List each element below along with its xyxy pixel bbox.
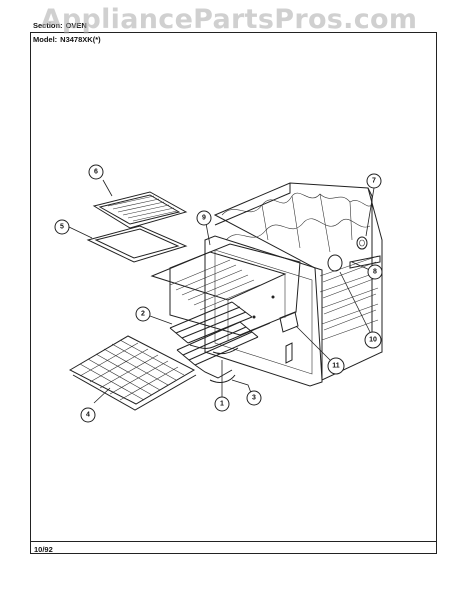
model-header: Model:N3478XK(*) xyxy=(33,35,101,44)
broil-pan-insert-icon xyxy=(92,191,188,229)
broil-element-icon xyxy=(169,301,271,355)
footer-divider xyxy=(30,541,437,542)
model-label: Model: xyxy=(33,35,58,44)
callout-2-label: 2 xyxy=(141,311,145,318)
revision-date: 10/92 xyxy=(34,545,53,554)
callout-3-label: 3 xyxy=(252,395,256,402)
callout-4-label: 4 xyxy=(86,412,90,419)
callout-11: 11 xyxy=(327,357,345,375)
callout-2: 2 xyxy=(135,306,151,322)
callout-3: 3 xyxy=(246,390,262,406)
callout-1: 1 xyxy=(214,396,230,412)
oven-cavity-icon xyxy=(213,182,383,381)
oven-liner-icon xyxy=(150,243,301,340)
callout-7: 7 xyxy=(366,173,382,189)
callout-5: 5 xyxy=(54,219,70,235)
callout-10: 10 xyxy=(364,331,382,349)
section-header: Section:OVEN xyxy=(33,21,87,30)
callout-7-label: 7 xyxy=(372,178,376,185)
callout-5-label: 5 xyxy=(60,224,64,231)
callout-9-label: 9 xyxy=(202,215,206,222)
callout-1-label: 1 xyxy=(220,401,224,408)
callout-8: 8 xyxy=(367,264,383,280)
callout-6: 6 xyxy=(88,164,104,180)
section-label: Section: xyxy=(33,21,63,30)
model-value: N3478XK(*) xyxy=(60,35,101,44)
callout-11-label: 11 xyxy=(332,363,340,370)
diagram-frame xyxy=(30,32,437,554)
callout-9: 9 xyxy=(196,210,212,226)
oven-front-frame-icon xyxy=(204,235,323,387)
bake-element-icon xyxy=(176,321,259,383)
section-value: OVEN xyxy=(65,21,87,30)
callout-10-label: 10 xyxy=(369,337,377,344)
callout-8-label: 8 xyxy=(373,269,377,276)
broil-pan-icon xyxy=(86,225,188,263)
sensor-clip-icon xyxy=(279,311,299,364)
callout-4: 4 xyxy=(80,407,96,423)
oven-rack-icon xyxy=(68,335,197,411)
callout-6-label: 6 xyxy=(94,169,98,176)
